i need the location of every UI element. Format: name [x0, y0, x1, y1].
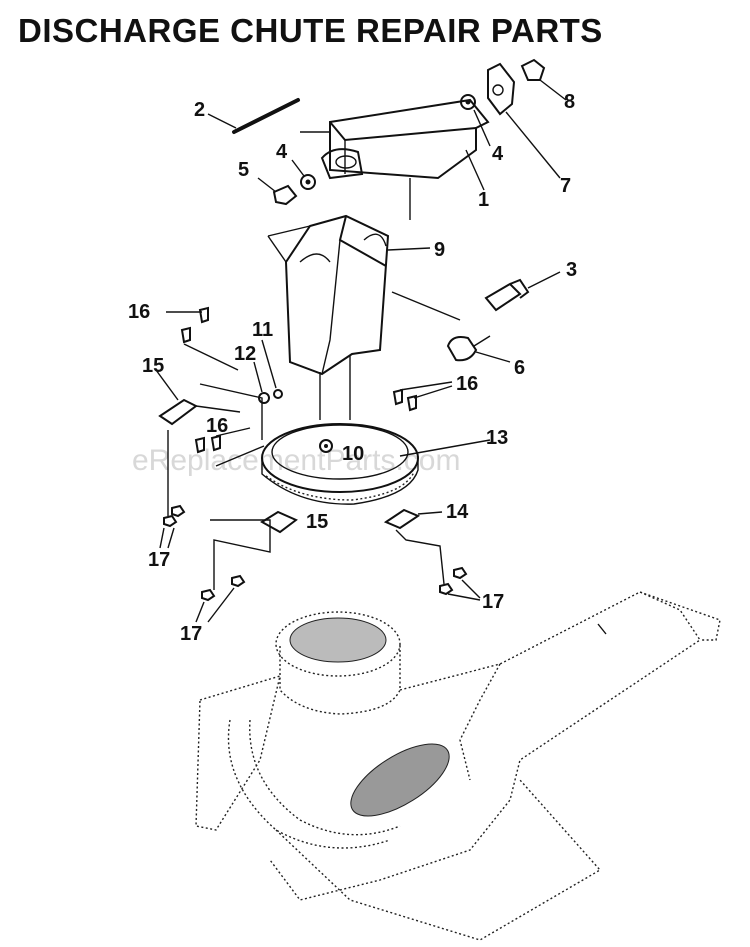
callout-8: 8	[564, 91, 575, 113]
part-11-washer[interactable]	[273, 389, 283, 399]
callout-3: 3	[566, 259, 577, 281]
watermark-text: eReplacementParts.com	[132, 444, 460, 477]
callout-1: 1	[478, 189, 489, 211]
part-8-nut[interactable]	[520, 58, 546, 81]
part-17-nuts-bottom[interactable]	[195, 519, 271, 623]
part-3-bolt[interactable]	[484, 271, 561, 312]
callout-9: 9	[434, 239, 445, 261]
part-13-ring-gear[interactable]	[261, 423, 491, 505]
callout-4-left: 4	[276, 141, 288, 163]
part-1-chute-deflector[interactable]	[300, 98, 490, 220]
callout-5: 5	[238, 159, 249, 181]
callout-15-upper: 15	[142, 355, 164, 377]
callout-12: 12	[234, 343, 256, 365]
part-15-clip-upper[interactable]	[155, 369, 241, 426]
callout-4-right: 4	[492, 143, 504, 165]
part-10-fastener[interactable]	[319, 439, 333, 453]
callout-15-lower: 15	[306, 511, 328, 533]
callout-6: 6	[514, 357, 525, 379]
part-2-pin[interactable]	[207, 98, 300, 134]
part-16-bolt-upper[interactable]	[166, 306, 239, 371]
part-4-washer-left[interactable]	[300, 174, 316, 190]
callout-2: 2	[194, 99, 205, 121]
part-17-nuts-right[interactable]	[395, 529, 481, 601]
part-14-clip[interactable]	[383, 508, 443, 530]
callout-16-right: 16	[456, 373, 478, 395]
part-16-bolt-right[interactable]	[392, 381, 453, 412]
part-15-clip-lower[interactable]	[260, 510, 298, 534]
callout-17-left: 17	[148, 549, 170, 571]
diagram-title: DISCHARGE CHUTE REPAIR PARTS	[18, 12, 603, 49]
part-5-nut[interactable]	[272, 184, 298, 206]
callout-16-middle: 16	[206, 415, 228, 437]
callout-16-upper: 16	[128, 301, 150, 323]
callout-14: 14	[446, 501, 469, 523]
callout-13: 13	[486, 427, 508, 449]
callout-17-right: 17	[482, 591, 504, 613]
callout-17-bottom: 17	[180, 623, 202, 645]
callout-10: 10	[342, 443, 364, 465]
part-7-bracket[interactable]	[487, 62, 516, 116]
part-16-bolt-middle[interactable]	[194, 427, 251, 454]
part-9-upper-chute[interactable]	[267, 214, 431, 376]
auger-housing	[195, 591, 721, 941]
part-17-nuts-left[interactable]	[159, 430, 186, 549]
part-6-knob[interactable]	[446, 335, 511, 363]
part-4-washer-right[interactable]	[460, 94, 476, 110]
callout-7: 7	[560, 175, 571, 197]
callout-11: 11	[252, 319, 273, 341]
